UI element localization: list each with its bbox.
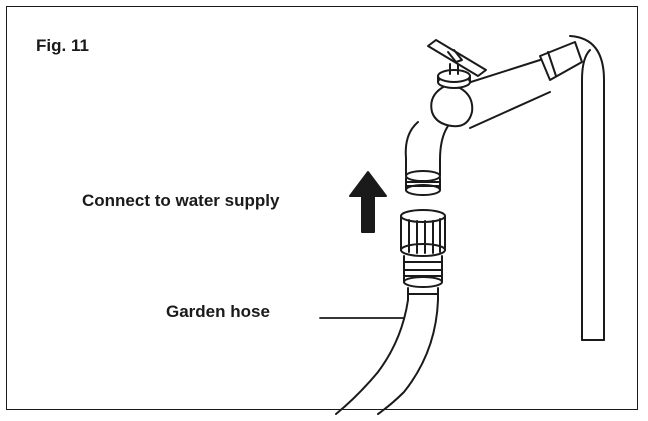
up-arrow-icon bbox=[349, 171, 387, 233]
figure-label: Fig. 11 bbox=[36, 36, 89, 55]
hose-connector bbox=[403, 255, 443, 301]
faucet-spout bbox=[404, 121, 449, 182]
wall-pipe bbox=[539, 35, 605, 341]
connect-water-label: Connect to water supply bbox=[82, 191, 280, 210]
faucet-body bbox=[430, 59, 551, 129]
garden-hose bbox=[335, 299, 439, 415]
figure-frame bbox=[6, 6, 638, 410]
faucet-handle bbox=[427, 39, 487, 77]
faucet-threads bbox=[405, 177, 441, 196]
hose-coupling bbox=[400, 209, 446, 257]
garden-hose-label: Garden hose bbox=[166, 302, 270, 321]
